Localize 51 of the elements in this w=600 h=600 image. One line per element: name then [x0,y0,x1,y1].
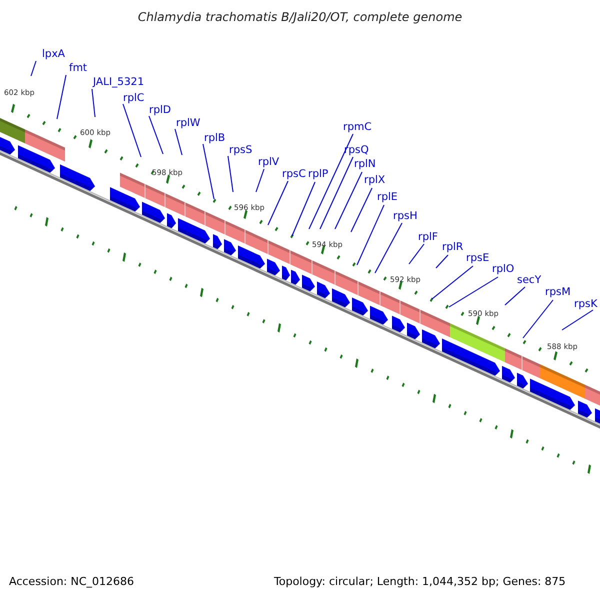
leader-line [408,244,424,264]
gene-label: rplX [364,174,386,186]
gene-label: secY [517,274,542,286]
gene-label: lpxA [42,48,65,60]
leader-line [202,144,214,200]
leader-line [92,88,96,118]
gene-label: JALI_5321 [93,76,144,88]
leader-line [320,156,354,230]
gene-label: rplO [492,263,514,275]
leader-line [562,310,594,330]
title: Chlamydia trachomatis B/Jali20/OT, complete genome [136,10,464,24]
gene-label: rplR [442,241,464,253]
gene-label: rpmC [343,121,372,133]
gene-label: rplB [204,132,226,144]
gene-label: rplP [308,168,328,180]
gene-label: rpsK [574,298,598,310]
leader-line [334,172,362,230]
gene-label: rplD [149,104,171,116]
leader-line [30,60,36,76]
leader-line [268,180,288,226]
leader-line [122,104,142,158]
leader-line [148,116,164,154]
gene-label: rpsQ [344,144,369,156]
footer-text: Accession: NC_012686 [9,575,134,588]
leader-line [174,128,182,156]
gene-label: rpsE [466,252,490,264]
leader-line [374,222,402,274]
leader-line [432,266,474,300]
leader-line [292,182,316,236]
leader-line [228,156,234,192]
gene-label: rpsH [393,210,418,222]
gene-label: rplN [354,158,376,170]
gene-label: rpsC [282,168,306,180]
leader-line [350,188,372,232]
leader-line [504,286,526,306]
leader-line [56,74,66,120]
gene-label: fmt [69,62,88,74]
gene-label: rplF [418,231,438,243]
leader-line [522,300,554,338]
gene-label: rplC [123,92,144,104]
gene-label: rplE [377,191,398,203]
gene-label: rplW [176,117,200,129]
gene-label: rpsS [229,144,252,156]
leader-line [436,254,448,268]
footer-text: Topology: circular; Length: 1,044,352 bp; Genes: 875 [274,575,566,588]
leader-line [448,276,498,308]
leader-line [256,168,264,192]
leader-line [356,204,384,266]
leader-line [308,134,354,230]
gene-label: rplV [258,156,280,168]
gene-label: rpsM [545,286,571,298]
